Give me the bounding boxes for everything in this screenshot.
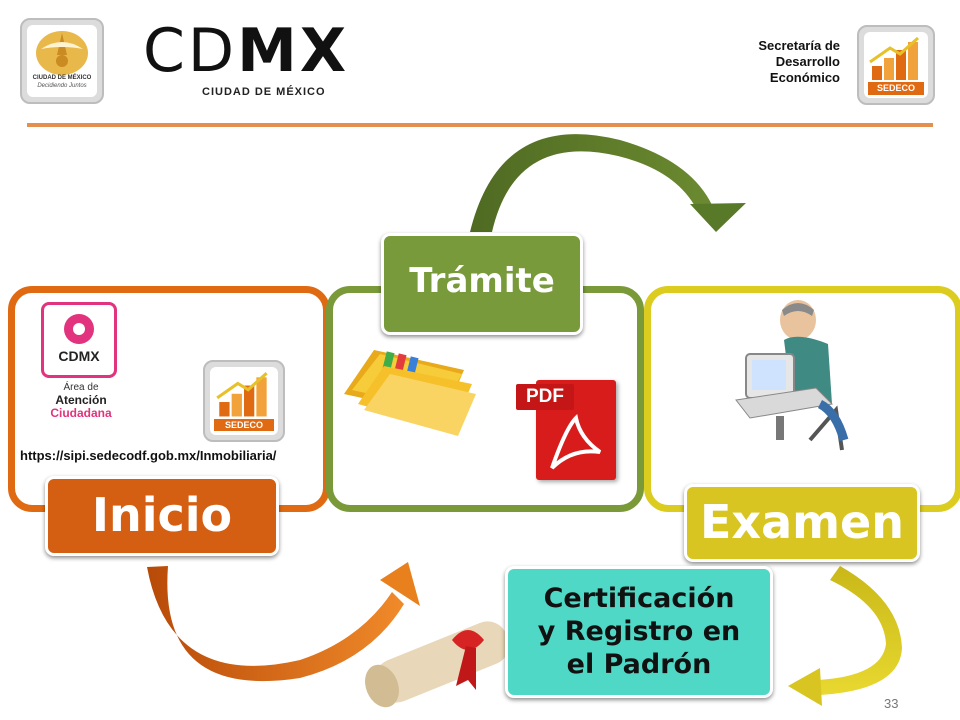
atencion-line-2: Atención — [55, 393, 107, 407]
sedeco-header-logo: SEDECO — [857, 25, 935, 105]
certificacion-line-3: el Padrón — [566, 649, 712, 680]
step-tab-certificacion: Certificación y Registro en el Padrón — [505, 566, 773, 698]
secretaria-title: Secretaría de Desarrollo Económico — [720, 38, 840, 86]
atencion-ciudadana-badge: CDMX — [41, 302, 117, 378]
arrow-examen-to-cert — [818, 566, 902, 695]
page-number: 33 — [884, 696, 899, 711]
secretaria-line-2: Desarrollo — [775, 54, 840, 69]
cdmx-wordmark-subtitle: CIUDAD DE MÉXICO — [202, 86, 326, 98]
arrow-inicio-to-tramite — [147, 566, 404, 682]
sedeco-header-label: SEDECO — [876, 83, 915, 93]
arrow-tramite-to-examen-head — [690, 203, 746, 232]
secretaria-line-3: Económico — [769, 70, 840, 85]
cdmx-wordmark-bold: MX — [237, 16, 350, 86]
atencion-line-3: Ciudadana — [50, 406, 112, 420]
cdmx-logo-tagline: Decidiendo Juntos — [37, 83, 87, 89]
certificacion-line-1: Certificación — [543, 583, 735, 614]
atencion-cdmx-text: CDMX — [58, 348, 100, 364]
arrow-examen-to-cert-head — [788, 668, 822, 706]
cdmx-logo-small-text: CIUDAD DE MÉXICO — [32, 75, 92, 81]
cdmx-wordmark-thin: CD — [143, 16, 238, 86]
angel-emblem-icon — [36, 31, 88, 75]
step-tab-examen: Examen — [684, 484, 920, 562]
certificacion-line-2: y Registro en — [537, 616, 741, 647]
sedeco-chart-icon — [216, 372, 268, 417]
sedeco-inicio-label: SEDECO — [214, 419, 274, 431]
sedeco-inicio-logo: SEDECO — [203, 360, 285, 442]
step-tab-tramite: Trámite — [381, 233, 583, 335]
pdf-label: PDF — [516, 384, 574, 410]
pdf-icon: PDF — [516, 378, 620, 482]
secretaria-line-1: Secretaría de — [758, 38, 840, 53]
hand-ok-icon — [64, 314, 94, 344]
sedeco-chart-icon — [868, 36, 924, 95]
atencion-line-1: Área de — [63, 382, 99, 393]
arrow-inicio-to-tramite-head — [380, 562, 420, 606]
sipi-url-link[interactable]: https://sipi.sedecodf.gob.mx/Inmobiliari… — [20, 448, 277, 463]
atencion-ciudadana-logo: CDMX Área de Atención Ciudadana — [40, 302, 122, 422]
acrobat-icon — [550, 413, 602, 470]
cdmx-wordmark: CDMX — [143, 16, 349, 86]
header-divider — [27, 123, 933, 127]
arrow-tramite-to-examen — [470, 134, 712, 232]
cdmx-gov-logo: CIUDAD DE MÉXICO Decidiendo Juntos — [20, 18, 104, 104]
step-tab-inicio: Inicio — [45, 476, 279, 556]
